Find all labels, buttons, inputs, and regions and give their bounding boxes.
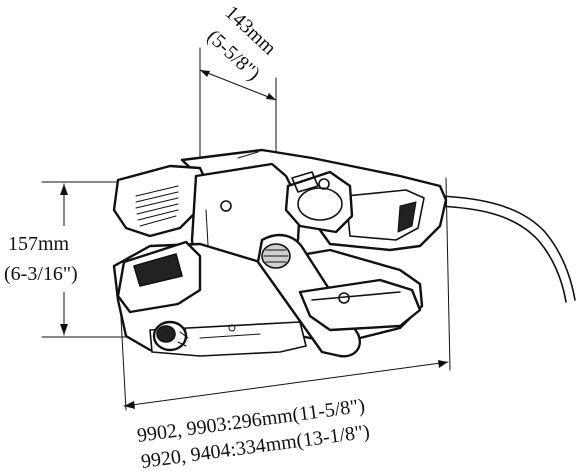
height-arrow-bottom xyxy=(60,324,68,335)
height-imperial-label: (6-3/16") xyxy=(4,263,78,285)
belt-arm-vent-slots xyxy=(263,249,289,263)
height-label-backdrop xyxy=(0,226,118,292)
roller-screw xyxy=(338,292,350,304)
cover-screw-top xyxy=(220,200,232,212)
height-metric-label: 157mm xyxy=(8,233,70,255)
dust-port xyxy=(284,170,354,234)
power-cord-edge xyxy=(437,205,567,303)
front-vent-slots xyxy=(135,185,179,227)
length-arrow-left xyxy=(124,401,135,409)
height-dimension: 157mm (6-3/16") xyxy=(0,181,131,338)
front-handle-housing xyxy=(112,164,212,238)
depth-arrow-left xyxy=(200,70,210,77)
dust-port-screw xyxy=(318,178,330,190)
power-cord xyxy=(439,195,576,301)
roller-grip-rail xyxy=(311,291,401,301)
length-dimension-line xyxy=(123,361,449,407)
trigger-lock xyxy=(291,171,319,193)
platen-plate xyxy=(149,321,307,357)
belt-sander-illustration xyxy=(112,148,576,358)
top-seam xyxy=(237,151,259,159)
depth-dimension-line xyxy=(199,69,277,101)
length-extension-line-right xyxy=(445,177,451,371)
depth-arrow-right xyxy=(266,93,276,100)
tracking-knob xyxy=(152,320,189,352)
platen-groove xyxy=(199,333,261,339)
height-arrow-top xyxy=(60,184,68,195)
platen-screw xyxy=(228,324,236,332)
length-arrow-right xyxy=(438,360,448,368)
handle-grip-insert xyxy=(397,201,417,233)
front-housing-window xyxy=(133,253,183,287)
